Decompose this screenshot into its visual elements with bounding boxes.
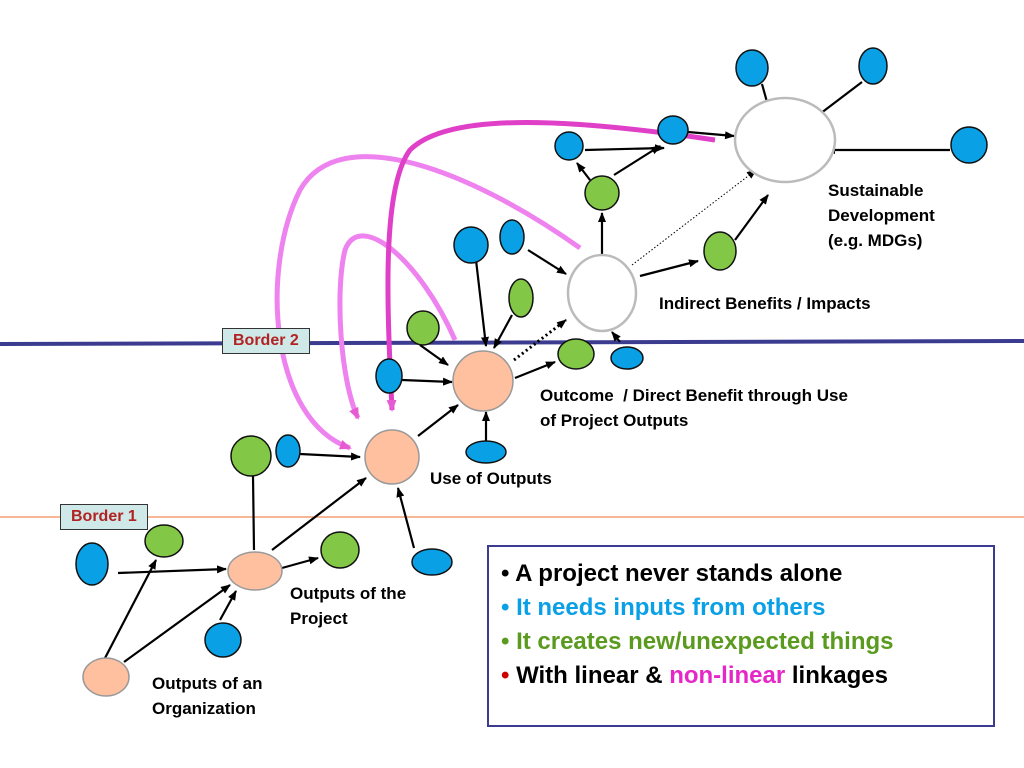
node-sustainable-development <box>733 96 837 184</box>
input-nodes <box>75 47 988 658</box>
label-use-of-outputs: Use of Outputs <box>430 469 552 488</box>
summary-box: • A project never stands alone • It need… <box>487 545 995 727</box>
label-outputs-of-project: Outputs of the Project <box>290 584 406 628</box>
border-2-label: Border 2 <box>222 328 310 354</box>
dotted-outcome-to-indirect <box>513 318 567 362</box>
summary-line-4-bullet: • <box>501 662 510 689</box>
summary-line-3: • It creates new/unexpected things <box>501 628 894 655</box>
node-outputs-of-organization <box>82 657 130 697</box>
linkage-outcome-to-use <box>337 233 458 420</box>
label-outputs-of-organization: Outputs of an Organization <box>152 674 262 718</box>
node-use-of-outputs <box>364 429 420 485</box>
svg-text:Outputs of the: Outputs of the <box>290 584 406 603</box>
dotted-indirect-to-sustainable <box>631 169 757 266</box>
linkage-sustainable-to-use <box>385 120 716 412</box>
label-sustainable-development: Sustainable Development (e.g. MDGs) <box>828 181 935 250</box>
summary-line-1: • A project never stands alone <box>501 560 843 587</box>
svg-text:Organization: Organization <box>152 699 256 718</box>
node-outputs-of-project <box>227 551 283 591</box>
summary-line-4-part-b: non-linear <box>669 662 786 689</box>
node-outcome <box>452 350 514 412</box>
label-indirect-benefits: Indirect Benefits / Impacts <box>659 294 871 313</box>
svg-text:Outcome / Direct Benefit thro: Outcome / Direct Benefit through Use <box>540 386 848 405</box>
svg-text:Project: Project <box>290 609 348 628</box>
svg-text:Development: Development <box>828 206 935 225</box>
linkage-indirect-to-use <box>274 154 582 451</box>
svg-text:Outputs of an: Outputs of an <box>152 674 262 693</box>
non-linear-linkages <box>274 120 716 451</box>
output-nodes <box>144 175 737 569</box>
summary-line-2: • It needs inputs from others <box>501 594 826 621</box>
svg-text:(e.g. MDGs): (e.g. MDGs) <box>828 231 922 250</box>
summary-line-4-part-a: With linear & <box>509 662 670 689</box>
svg-text:Sustainable: Sustainable <box>828 181 923 200</box>
summary-line-4-part-c: linkages <box>785 662 888 689</box>
border-2-line <box>0 339 1024 346</box>
label-outcome: Outcome / Direct Benefit through Use of … <box>540 386 848 430</box>
border-1-label: Border 1 <box>60 504 148 530</box>
summary-line-4: • With linear & non-linear linkages <box>501 659 993 693</box>
linear-linkages <box>103 81 950 663</box>
svg-text:of Project Outputs: of Project Outputs <box>540 411 688 430</box>
node-indirect-benefits <box>566 253 638 333</box>
